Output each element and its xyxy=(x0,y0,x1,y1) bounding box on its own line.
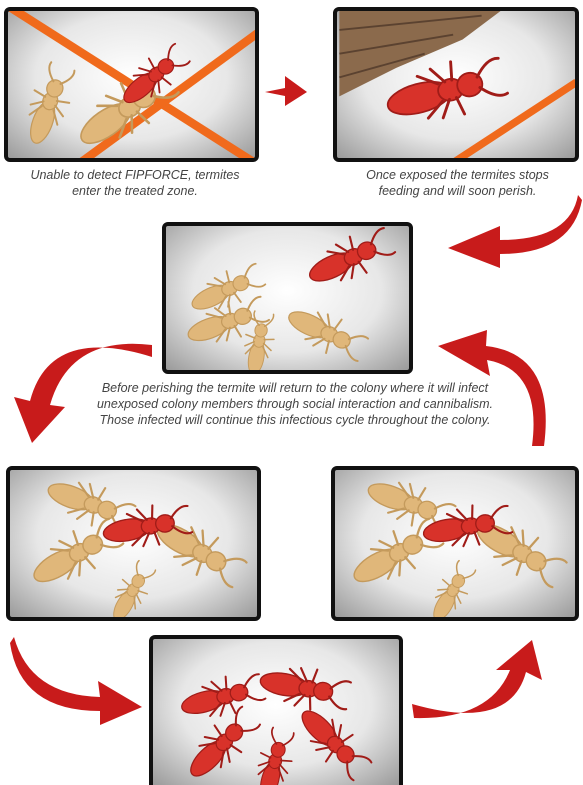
panel-termite-exposed xyxy=(333,7,579,162)
infected-termite-icon xyxy=(250,726,299,785)
curved-arrow-icon xyxy=(410,640,545,720)
panel-termites-enter-zone xyxy=(4,7,259,162)
curved-arrow-icon xyxy=(263,72,309,110)
panel-termite-returns xyxy=(162,222,413,374)
curved-arrow-icon xyxy=(440,190,583,270)
panel-colony-infection-right xyxy=(331,466,579,621)
scene-colony-infection xyxy=(335,470,575,617)
caption-step-1: Unable to detect FIPFORCE, termites ente… xyxy=(20,167,250,199)
caption-step-3: Before perishing the termite will return… xyxy=(90,380,500,428)
infected-termite-icon xyxy=(290,699,375,784)
infected-termite-icon xyxy=(257,660,352,716)
termite-icon xyxy=(424,558,480,617)
termite-icon xyxy=(185,259,267,322)
scene-termites-enter xyxy=(8,11,255,158)
panel-colony-infection-left xyxy=(6,466,261,621)
scene-colony-infected xyxy=(153,639,399,785)
scene-termite-exposed xyxy=(337,11,575,158)
termite-icon xyxy=(18,60,81,149)
scene-colony-infection xyxy=(10,470,257,617)
infected-termite-icon xyxy=(302,226,398,295)
termite-icon xyxy=(281,299,370,367)
curved-arrow-icon xyxy=(10,635,145,725)
infected-termite-icon xyxy=(177,668,267,726)
scene-termite-returns xyxy=(166,226,409,370)
termite-icon xyxy=(104,558,160,617)
panel-colony-fully-infected xyxy=(149,635,403,785)
